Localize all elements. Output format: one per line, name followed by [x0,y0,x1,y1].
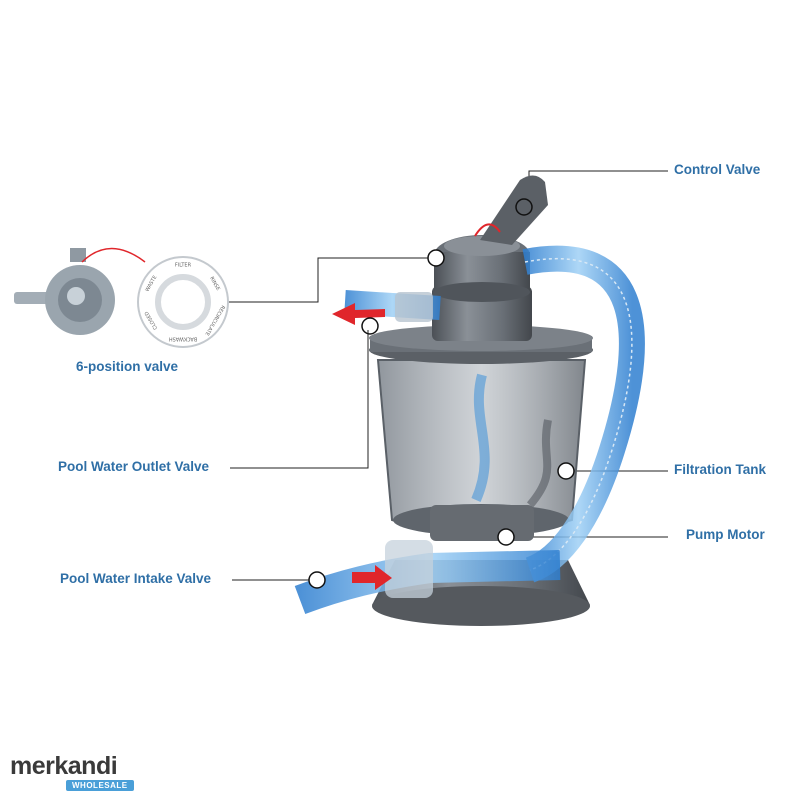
dial-position-backwash: BACKWASH [169,336,198,342]
marker-intake [308,571,326,589]
merkandi-logo: merkandi WHOLESALE [10,752,140,794]
return-hose [522,245,645,583]
leader-outlet [230,330,369,469]
pump-motor [430,505,534,541]
logo-badge: WHOLESALE [66,780,134,791]
outlet-flow-arrow [332,303,385,325]
marker-outlet [361,317,379,335]
valve-handle [480,175,548,245]
marker-control-valve [515,198,533,216]
label-filtration-tank: Filtration Tank [674,462,767,477]
label-pump-motor: Pump Motor [686,527,765,542]
label-intake-valve: Pool Water Intake Valve [60,571,212,586]
marker-filtration-tank [557,462,575,480]
leader-lines [228,170,668,581]
dial-position-filter: FILTER [175,263,192,269]
leader-control-valve [528,170,668,204]
filtration-tank [376,359,587,541]
six-position-valve-inset: FILTERRINSERECIRCULATEBACKWASHCLOSEDWAST… [14,247,229,348]
intake-hose [294,540,561,615]
marker-6-position-valve [427,249,445,267]
callout-markers [308,198,575,589]
label-six-position-valve: 6-position valve [76,359,179,374]
label-outlet-valve: Pool Water Outlet Valve [58,459,210,474]
tank-lid [369,325,593,364]
leader-6-position-valve [228,257,430,303]
outlet-hose [332,290,441,325]
marker-pump-motor [497,528,515,546]
control-valve [432,175,548,341]
label-control-valve: Control Valve [674,162,761,177]
logo-wordmark: merkandi [10,752,118,780]
intake-flow-arrow [352,565,392,590]
